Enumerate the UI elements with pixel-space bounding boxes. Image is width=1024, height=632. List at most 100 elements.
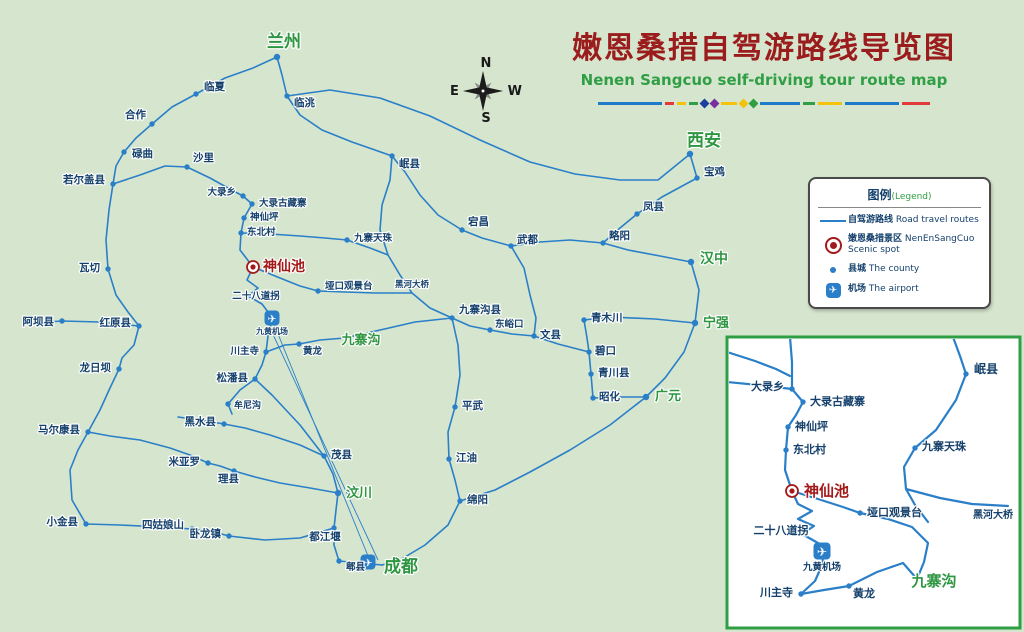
city-label: 临洮 xyxy=(294,96,315,109)
city-dot xyxy=(231,468,237,474)
inset-route-line xyxy=(904,487,1010,508)
map-title: 嫩恩桑措自驾游路线导览图 xyxy=(572,31,956,66)
city-dot xyxy=(296,341,302,347)
city-dot xyxy=(315,288,321,294)
city-label: 九寨沟 xyxy=(340,332,380,348)
inset-marker-layer: ✈ xyxy=(783,371,969,597)
city-label: 垭口观景台 xyxy=(867,505,922,519)
city-label: 二十八道拐 xyxy=(232,290,280,302)
city-dot xyxy=(581,317,587,323)
main-marker-layer: ✈✈ xyxy=(59,53,700,570)
city-dot xyxy=(105,266,111,272)
legend-item-en: The county xyxy=(868,264,920,275)
city-label: 黑河大桥 xyxy=(395,279,430,290)
city-dot xyxy=(446,456,452,462)
main-route-line xyxy=(459,396,647,502)
scenic-marker-core xyxy=(789,488,795,494)
title-block: 嫩恩桑措自驾游路线导览图 Nenen Sangcuo self-driving … xyxy=(548,32,980,108)
deco-diamond xyxy=(748,98,759,108)
route-line-icon xyxy=(820,219,846,222)
city-label: 牟尼沟 xyxy=(234,399,261,411)
city-dot xyxy=(193,91,199,97)
deco-diamond xyxy=(738,98,749,108)
airport-icon xyxy=(264,310,280,326)
city-dot xyxy=(789,386,795,392)
city-dot xyxy=(459,227,465,233)
city-label: 宝鸡 xyxy=(704,165,725,178)
city-label: 青川县 xyxy=(598,366,630,379)
airplane-glyph: ✈ xyxy=(828,284,838,296)
city-dot xyxy=(531,333,537,339)
city-dot xyxy=(252,376,258,382)
main-route-line xyxy=(645,261,700,398)
main-route-line xyxy=(254,351,383,566)
city-dot xyxy=(590,395,596,401)
city-label: 阿坝县 xyxy=(23,315,55,328)
city-dot xyxy=(389,153,395,159)
main-route-line xyxy=(276,56,512,247)
airport-label: 九黄机场 xyxy=(255,326,288,336)
deco-diamond xyxy=(699,98,710,108)
city-label: 西安 xyxy=(687,130,721,151)
compass-e-label: E xyxy=(450,83,459,99)
deco-segment xyxy=(721,101,737,105)
city-dot xyxy=(912,445,918,451)
city-dot xyxy=(457,498,463,504)
city-label: 神仙池 xyxy=(804,482,849,500)
legend-item-text: 机场 The airport xyxy=(848,284,919,296)
deco-segment xyxy=(689,101,698,105)
city-label: 龙日坝 xyxy=(79,361,112,374)
city-label: 汶川 xyxy=(346,485,372,501)
city-dot xyxy=(321,453,327,459)
airplane-glyph: ✈ xyxy=(267,313,276,326)
city-dot xyxy=(508,243,514,249)
compass: N E W S xyxy=(450,56,522,126)
city-dot xyxy=(184,164,190,170)
city-label: 略阳 xyxy=(609,229,630,242)
main-flight-line xyxy=(273,323,369,557)
inset-route-line xyxy=(790,489,930,581)
city-label: 川主寺 xyxy=(759,585,793,599)
main-route-line xyxy=(510,245,537,337)
city-label: 绵阳 xyxy=(467,493,488,506)
city-dot xyxy=(273,53,281,61)
deco-segment xyxy=(845,101,899,105)
city-dot xyxy=(136,323,142,329)
city-label: 成都 xyxy=(384,556,418,577)
compass-n-label: N xyxy=(480,56,492,71)
city-dot xyxy=(249,201,255,207)
city-dot xyxy=(642,393,650,401)
city-dot xyxy=(600,240,606,246)
legend-icon-cell: ✈ xyxy=(818,282,848,298)
city-label: 小金县 xyxy=(46,515,79,528)
city-dot xyxy=(798,591,804,597)
city-label: 临夏 xyxy=(204,80,225,93)
airport-icon xyxy=(360,554,376,570)
deco-segment xyxy=(677,101,686,105)
legend-icon-cell xyxy=(818,236,848,254)
airport-icon: ✈ xyxy=(825,282,841,298)
deco-segment xyxy=(902,101,930,105)
city-dot xyxy=(686,150,694,158)
city-dot xyxy=(85,429,91,435)
city-dot xyxy=(846,583,852,589)
city-label: 垭口观景台 xyxy=(325,280,373,292)
legend-item-text: 嫩恩桑措景区 NenEnSangCuo Scenic spot xyxy=(848,234,981,257)
legend-header: 图例(Legend) xyxy=(818,184,981,208)
map-subtitle: Nenen Sangcuo self-driving tour route ma… xyxy=(580,71,948,89)
city-label: 沙里 xyxy=(193,152,214,164)
city-label: 东北村 xyxy=(247,226,276,238)
city-dot xyxy=(963,371,969,377)
city-dot xyxy=(238,230,244,236)
airport-icon xyxy=(813,542,831,560)
city-dot xyxy=(588,371,594,377)
city-label: 郫县 xyxy=(346,561,366,573)
city-dot xyxy=(226,533,232,539)
legend-item-route: 自驾游路线 Road travel routes xyxy=(818,215,981,227)
city-dot xyxy=(263,349,269,355)
city-label: 神仙坪 xyxy=(795,419,828,433)
legend-item-text: 自驾游路线 Road travel routes xyxy=(848,215,979,227)
city-label: 平武 xyxy=(462,399,483,412)
inset-map-panel xyxy=(725,335,1022,630)
